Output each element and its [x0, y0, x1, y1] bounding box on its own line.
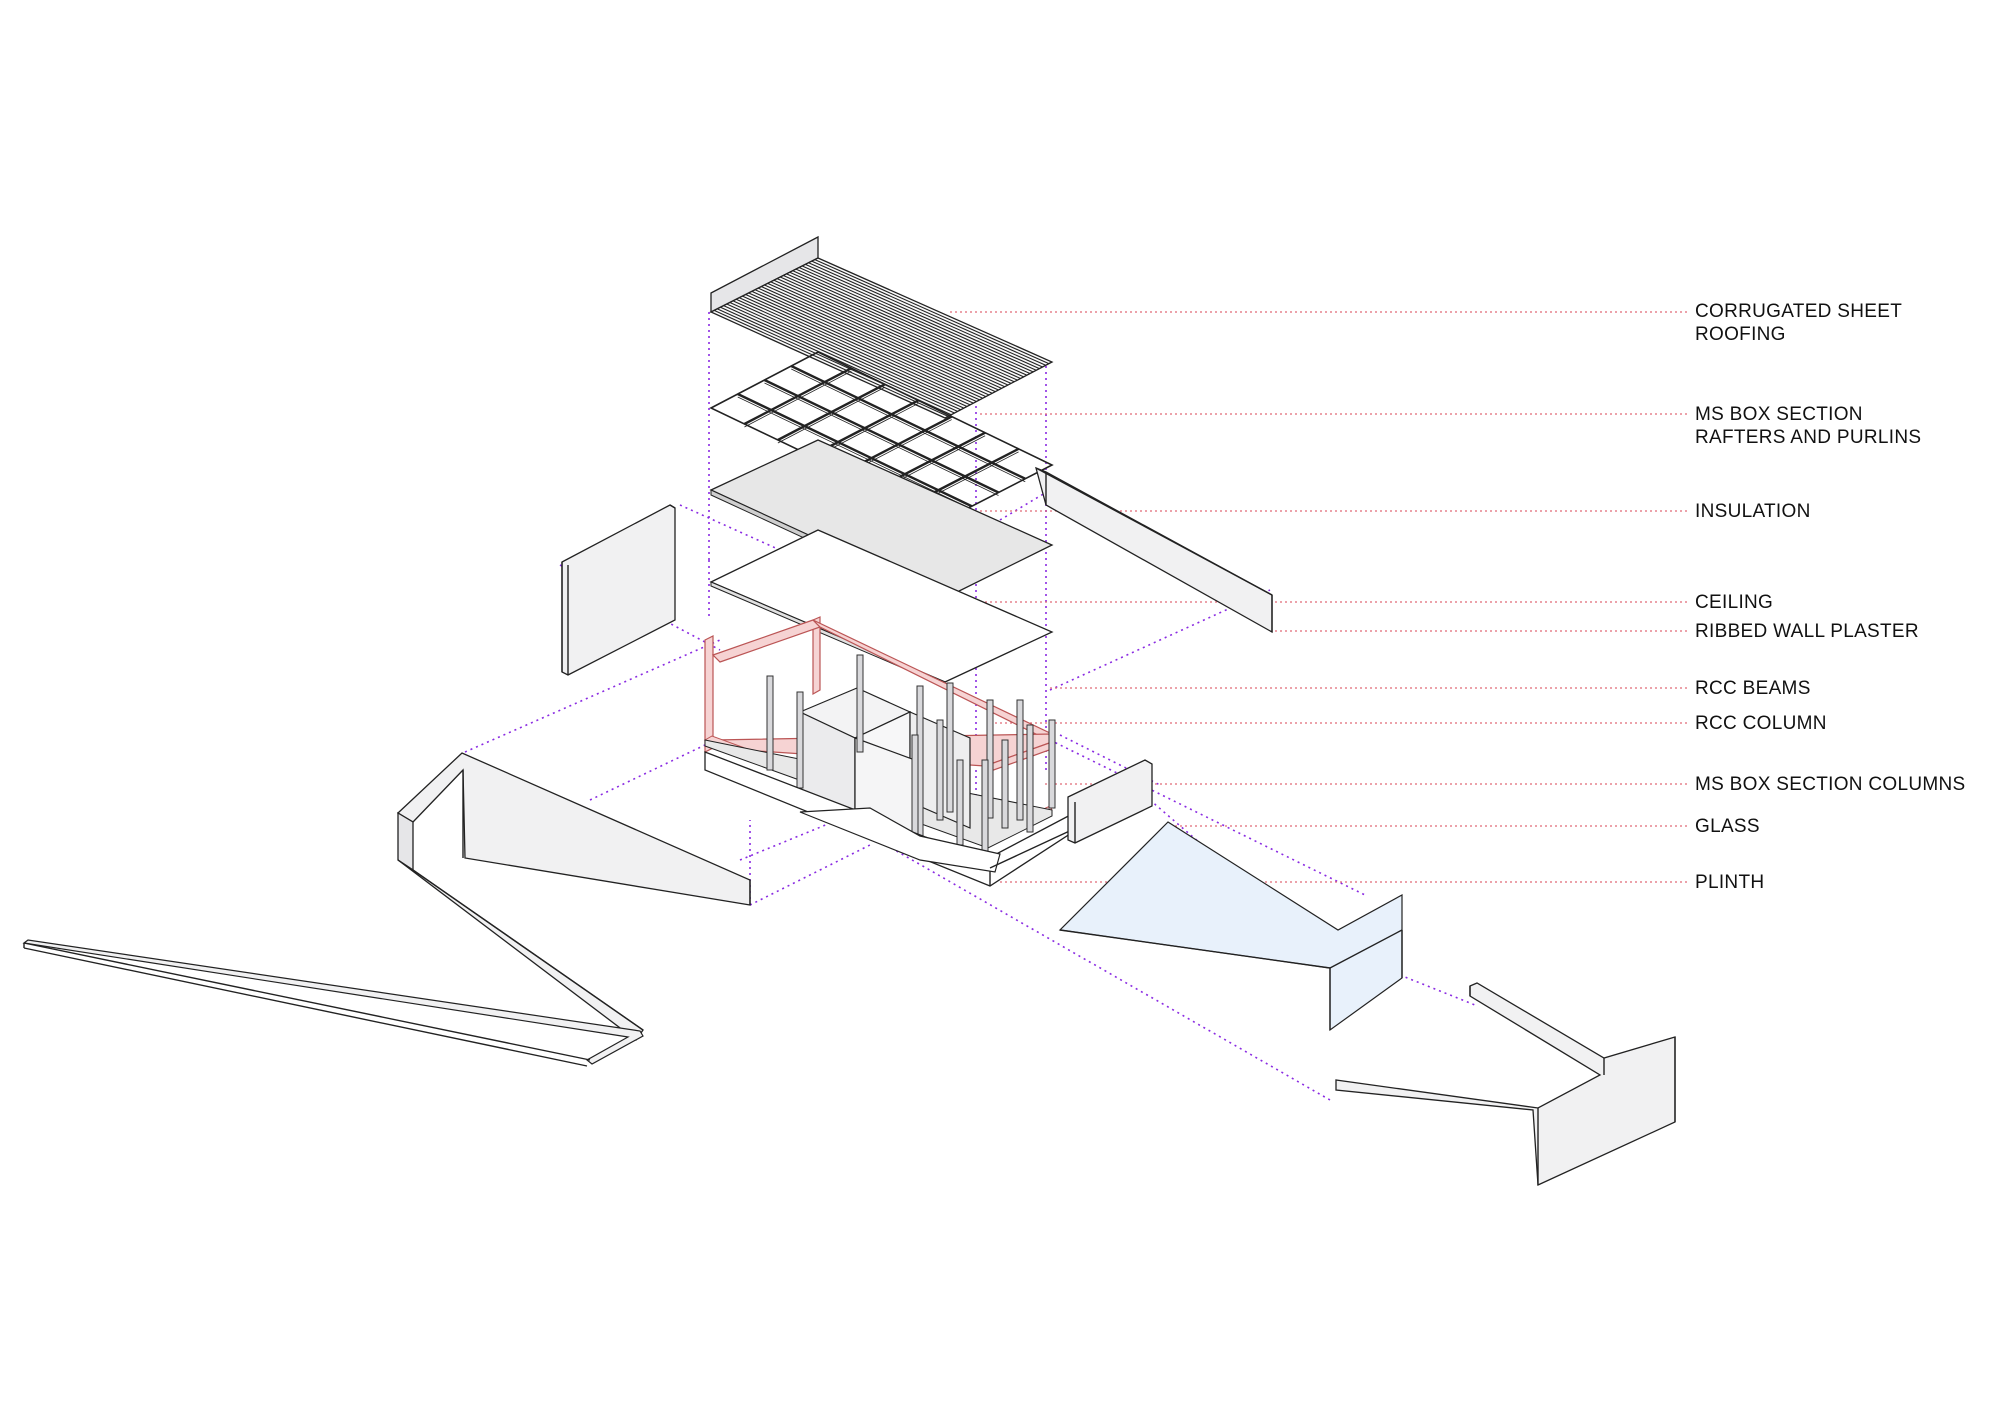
- corrugation-line: [748, 292, 983, 399]
- ms-column: [856, 654, 864, 753]
- label-corrugated-sheet-roofing: CORRUGATED SHEET ROOFING: [1695, 300, 1902, 346]
- projection-lines: [464, 312, 1476, 1101]
- corrugation-line: [720, 306, 955, 414]
- left-angled-wall: [396, 752, 751, 1041]
- corrugation-line: [754, 289, 990, 396]
- corrugation-line: [761, 286, 996, 393]
- rafter-line: [790, 364, 1026, 480]
- corrugation-line: [798, 267, 1034, 373]
- label-line: ROOFING: [1695, 324, 1786, 345]
- label-rcc-beams: RCC BEAMS: [1695, 678, 1811, 699]
- corrugation-line: [805, 263, 1040, 370]
- corrugation-line: [789, 271, 1024, 378]
- corrugation-line: [814, 259, 1050, 365]
- corrugation-line: [808, 262, 1043, 368]
- corrugation-line: [739, 297, 974, 404]
- label-ceiling: CEILING: [1695, 592, 1774, 613]
- label-line: RAFTERS AND PURLINS: [1695, 427, 1922, 448]
- ms-column: [796, 691, 804, 789]
- corrugation-line: [742, 295, 977, 403]
- purlin-line: [743, 367, 852, 426]
- label-ms-box-section-columns: MS BOX SECTION COLUMNS: [1695, 774, 1966, 795]
- ms-column: [1001, 739, 1009, 829]
- ms-column: [766, 675, 774, 771]
- corrugation-line: [780, 276, 1015, 383]
- glass-panel: [1058, 821, 1403, 1032]
- corrugation-line: [770, 281, 1006, 388]
- label-line: MS BOX SECTION: [1695, 404, 1863, 425]
- corrugation-line: [732, 300, 968, 407]
- leader-lines: [925, 311, 1690, 883]
- corrugation-line: [723, 305, 958, 412]
- corrugation-line: [776, 278, 1012, 384]
- label-plinth: PLINTH: [1695, 872, 1765, 893]
- ms-column: [956, 759, 964, 846]
- corrugation-lines: [713, 259, 1050, 417]
- left-long-thin-wall: [22, 939, 644, 1067]
- label-line: CORRUGATED SHEET: [1695, 301, 1903, 322]
- corrugation-line: [767, 282, 1002, 389]
- ms-column: [936, 719, 944, 821]
- ms-column: [946, 682, 954, 813]
- label-ms-box-rafters-purlins: MS BOX SECTION RAFTERS AND PURLINS: [1695, 403, 1921, 449]
- corrugation-line: [811, 260, 1046, 366]
- corrugation-line: [745, 294, 980, 401]
- corrugation-line: [795, 268, 1031, 375]
- ms-column: [1026, 724, 1034, 833]
- corrugation-line: [729, 301, 965, 409]
- ms-box-section-columns: [766, 654, 1056, 861]
- rafter-line: [763, 378, 1000, 494]
- ms-column: [981, 759, 989, 861]
- corrugation-line: [713, 309, 949, 417]
- ms-column: [1048, 719, 1056, 809]
- ms-column: [911, 734, 919, 849]
- rafter-edge-line: [764, 382, 999, 496]
- label-rcc-column: RCC COLUMN: [1695, 713, 1827, 734]
- label-insulation: INSULATION: [1695, 501, 1811, 522]
- corrugation-line: [783, 274, 1018, 381]
- rafter-line: [737, 392, 973, 508]
- corrugation-line: [735, 298, 971, 406]
- right-low-wall: [1067, 759, 1153, 844]
- ms-column: [986, 699, 994, 819]
- corrugation-line: [726, 303, 961, 411]
- corrugation-line: [757, 287, 993, 394]
- ribbed-wall-plaster: [1035, 466, 1273, 634]
- label-glass: GLASS: [1695, 816, 1760, 837]
- label-ribbed-wall-plaster: RIBBED WALL PLASTER: [1695, 621, 1919, 642]
- purlin-edge-line: [744, 370, 852, 428]
- corrugated-roof-sheet: [709, 235, 1054, 419]
- corrugation-line: [764, 284, 999, 391]
- ms-column: [1016, 699, 1024, 821]
- corrugation-line: [786, 273, 1021, 379]
- corrugation-line: [751, 290, 987, 398]
- purlin-line: [777, 383, 886, 442]
- purlin-edge-line: [777, 386, 886, 444]
- corrugation-line: [792, 270, 1028, 376]
- rafter-edge-line: [737, 396, 972, 510]
- left-tall-wall: [561, 504, 676, 676]
- right-bottom-wall: [1335, 982, 1676, 1186]
- corrugation-line: [773, 279, 1009, 386]
- corrugation-line: [802, 265, 1037, 371]
- rafter-edge-line: [791, 368, 1026, 483]
